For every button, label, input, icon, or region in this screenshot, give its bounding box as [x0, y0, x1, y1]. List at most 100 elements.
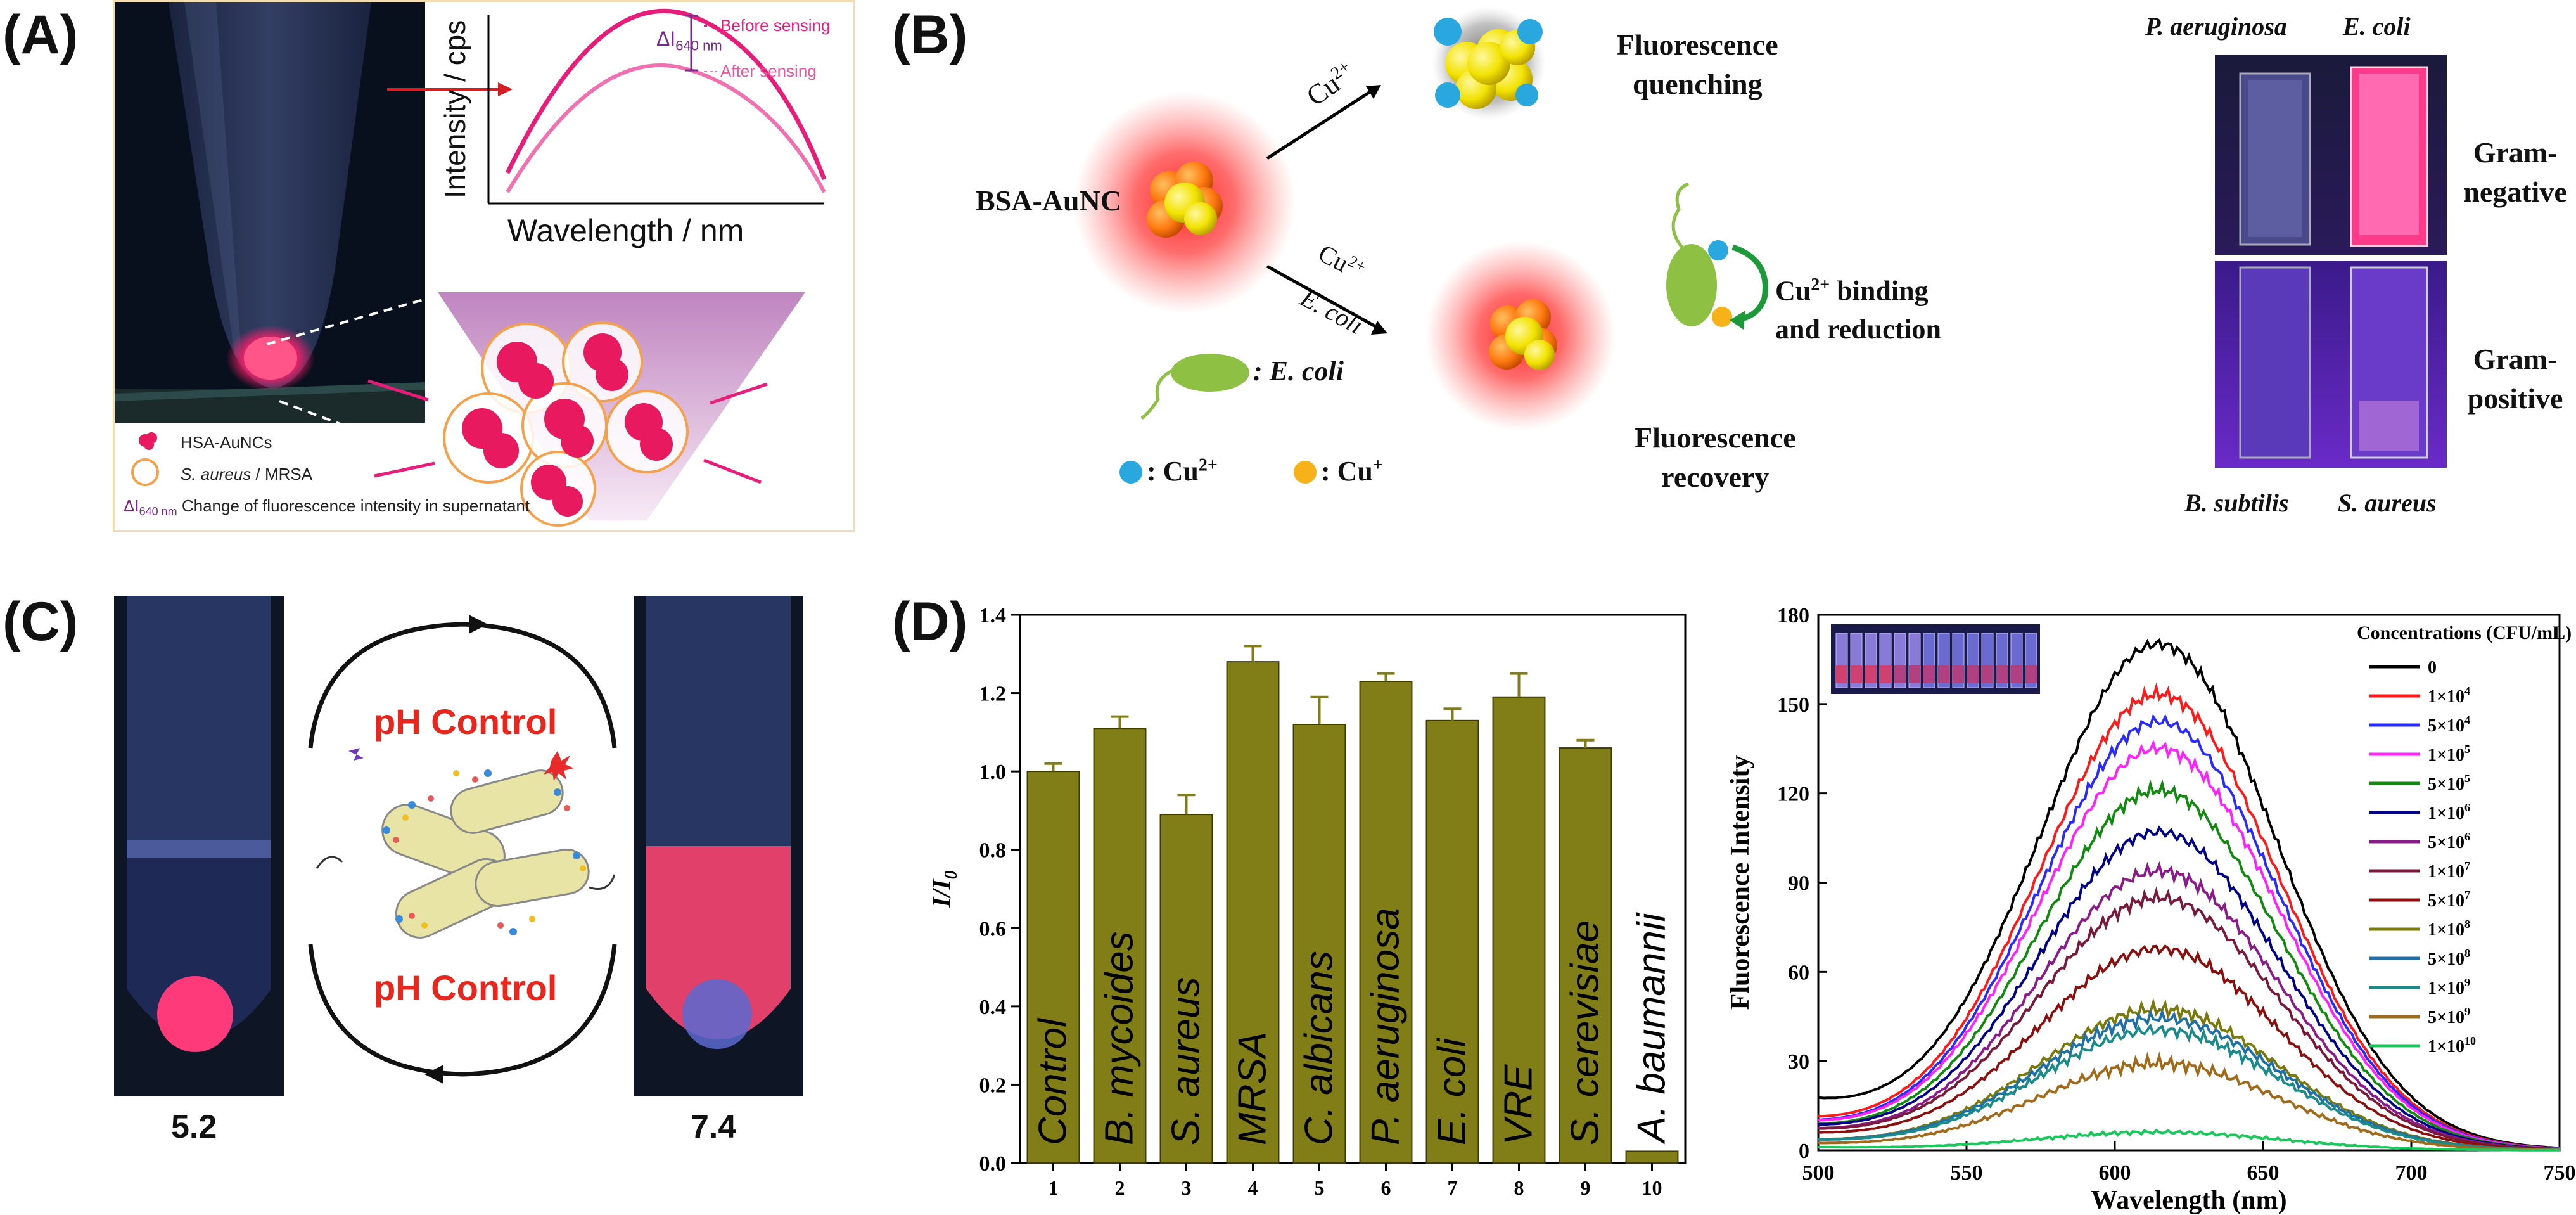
ph-control-bottom: pH Control [374, 968, 558, 1008]
legend-delta: ΔI640 nm Change of fluorescence intensit… [124, 496, 530, 518]
line-legend-exponent: 5 [2464, 772, 2470, 785]
panel-a-label: (A) [3, 4, 79, 65]
inset-tube-fill [2025, 665, 2037, 683]
gram-neg-line1: Gram- [2473, 136, 2558, 169]
photo-label-b-subtilis: B. subtilis [2184, 489, 2289, 517]
bar-name-label: S. aureus [1164, 977, 1208, 1145]
bsa-aunc-cluster [1147, 162, 1223, 238]
line-legend-label: 1×108 [2428, 918, 2470, 940]
ph-value-low: 5.2 [171, 1109, 217, 1145]
spectrum-series-line [1818, 944, 2560, 1151]
bar-x-tick-label: 3 [1182, 1176, 1192, 1199]
cu2-legend-label: : Cu2+ [1147, 455, 1218, 487]
gram-neg-line2: negative [2463, 176, 2567, 208]
line-y-tick-label: 180 [1777, 604, 1809, 627]
line-legend-exponent: 10 [2464, 1034, 2476, 1047]
line-legend-label: 1×107 [2428, 859, 2470, 882]
panel-c: pH Control pH Control 5.2 7.4 [0, 596, 862, 1215]
line-legend-label: 5×105 [2428, 772, 2470, 794]
delta-subscript: 640 nm [675, 37, 722, 54]
photo-label-s-aureus: S. aureus [2338, 489, 2437, 517]
bar-chart: 0.00.20.40.60.81.01.21.4I/I01Control2B. … [928, 604, 1687, 1199]
line-legend-mantissa: 5×10 [2428, 1008, 2464, 1027]
line-legend-mantissa: 1×10 [2428, 1037, 2464, 1057]
line-legend-mantissa: 1×10 [2428, 745, 2464, 765]
line-legend-label: 1×106 [2428, 801, 2470, 823]
bar-y-tick-label: 0.4 [979, 996, 1007, 1019]
line-legend-exponent: 4 [2464, 714, 2470, 726]
line-legend-label: 5×107 [2428, 889, 2470, 911]
bar-y-tick-label: 1.2 [979, 683, 1007, 706]
bar-y-tick-label: 0.2 [979, 1074, 1007, 1097]
inset-tube-fill [1982, 665, 1993, 683]
line-legend-exponent: 9 [2464, 1005, 2470, 1018]
line-legend-label: 1×1010 [2428, 1034, 2476, 1057]
line-legend-mantissa: 1×10 [2428, 920, 2464, 940]
cu2-legend-text: : Cu [1147, 456, 1199, 487]
legend-delta-text: Change of fluorescence intensity in supe… [177, 496, 530, 515]
binding-text: binding [1830, 275, 1929, 307]
bar-y-axis-label: I/I0 [928, 870, 961, 908]
spectrum-series-line [1818, 1051, 2560, 1152]
tube-ph-low [114, 596, 284, 1096]
line-legend-label: 1×109 [2428, 976, 2470, 998]
tube-photo [115, 2, 425, 423]
spectrum-series-line [1818, 861, 2560, 1151]
bar-7 [1425, 719, 1479, 1164]
cu1-legend-label: : Cu+ [1321, 455, 1383, 487]
line-x-tick-label: 500 [1802, 1161, 1835, 1185]
bar-name-label: E. coli [1431, 1037, 1474, 1145]
bar-name-label: VRE [1497, 1064, 1541, 1145]
cu1-legend-sup: + [1372, 455, 1383, 475]
cu2-legend-sup: 2+ [1198, 455, 1218, 475]
panel-d-label: (D) [892, 591, 968, 652]
inset-tube-fill [1923, 665, 1935, 683]
line-legend-label: 5×108 [2428, 947, 2470, 969]
line-legend-label: 5×104 [2428, 714, 2470, 736]
bar-3 [1159, 814, 1213, 1164]
line-legend-exponent: 9 [2464, 976, 2470, 989]
bar-name-label: P. aeruginosa [1364, 908, 1408, 1145]
gram-pos-line1: Gram- [2473, 343, 2558, 375]
line-y-tick-label: 90 [1788, 872, 1809, 896]
line-legend-exponent: 7 [2464, 889, 2470, 901]
bar-y-tick-label: 0.8 [979, 839, 1007, 863]
legend-s-aureus-text: / MRSA [251, 465, 313, 484]
bar-2 [1093, 728, 1147, 1164]
line-legend-exponent: 4 [2464, 685, 2470, 697]
line-y-tick-label: 60 [1788, 961, 1809, 984]
panel-a-x-label: Wavelength / nm [507, 213, 744, 248]
gram-positive-label: Gram-positive [2458, 340, 2572, 418]
ph-control-top: pH Control [374, 702, 558, 742]
recovery-line2: recovery [1661, 461, 1769, 493]
ph-value-high: 7.4 [691, 1109, 737, 1145]
legend-s-aureus: S. aureus / MRSA [181, 465, 312, 484]
bar-y-tick-label: 0.0 [979, 1152, 1007, 1176]
binding-line2: and reduction [1775, 313, 1942, 345]
line-legend-mantissa: 5×10 [2428, 891, 2464, 911]
legend-delta-sub: 640 nm [139, 505, 177, 518]
bar-x-tick-label: 4 [1248, 1176, 1258, 1199]
spectrum-series-line [1818, 682, 2560, 1150]
panel-a-after-label: After sensing [720, 61, 817, 80]
bsa-aunc-label: BSA-AuNC [976, 184, 1122, 217]
ph-cycle-diagram [308, 615, 617, 1084]
line-legend-mantissa: 0 [2428, 658, 2437, 678]
line-x-tick-label: 550 [1951, 1161, 1983, 1185]
delta-symbol: ΔI [656, 27, 676, 50]
line-legend-exponent: 5 [2464, 743, 2470, 755]
bar-9 [1559, 747, 1612, 1164]
gram-pos-line2: positive [2467, 382, 2563, 415]
line-legend-label: 1×105 [2428, 743, 2470, 765]
bar-1 [1026, 771, 1080, 1164]
line-legend-exponent: 8 [2464, 918, 2470, 930]
quench-line2: quenching [1633, 68, 1763, 100]
bar-x-tick-label: 5 [1315, 1176, 1325, 1199]
bar-name-label: S. cerevisiae [1564, 920, 1607, 1145]
bar-name-label: MRSA [1231, 1032, 1275, 1145]
gram-negative-label: Gram-negative [2458, 133, 2572, 212]
legend-s-aureus-italic: S. aureus [181, 465, 252, 484]
line-legend-mantissa: 1×10 [2428, 804, 2464, 823]
